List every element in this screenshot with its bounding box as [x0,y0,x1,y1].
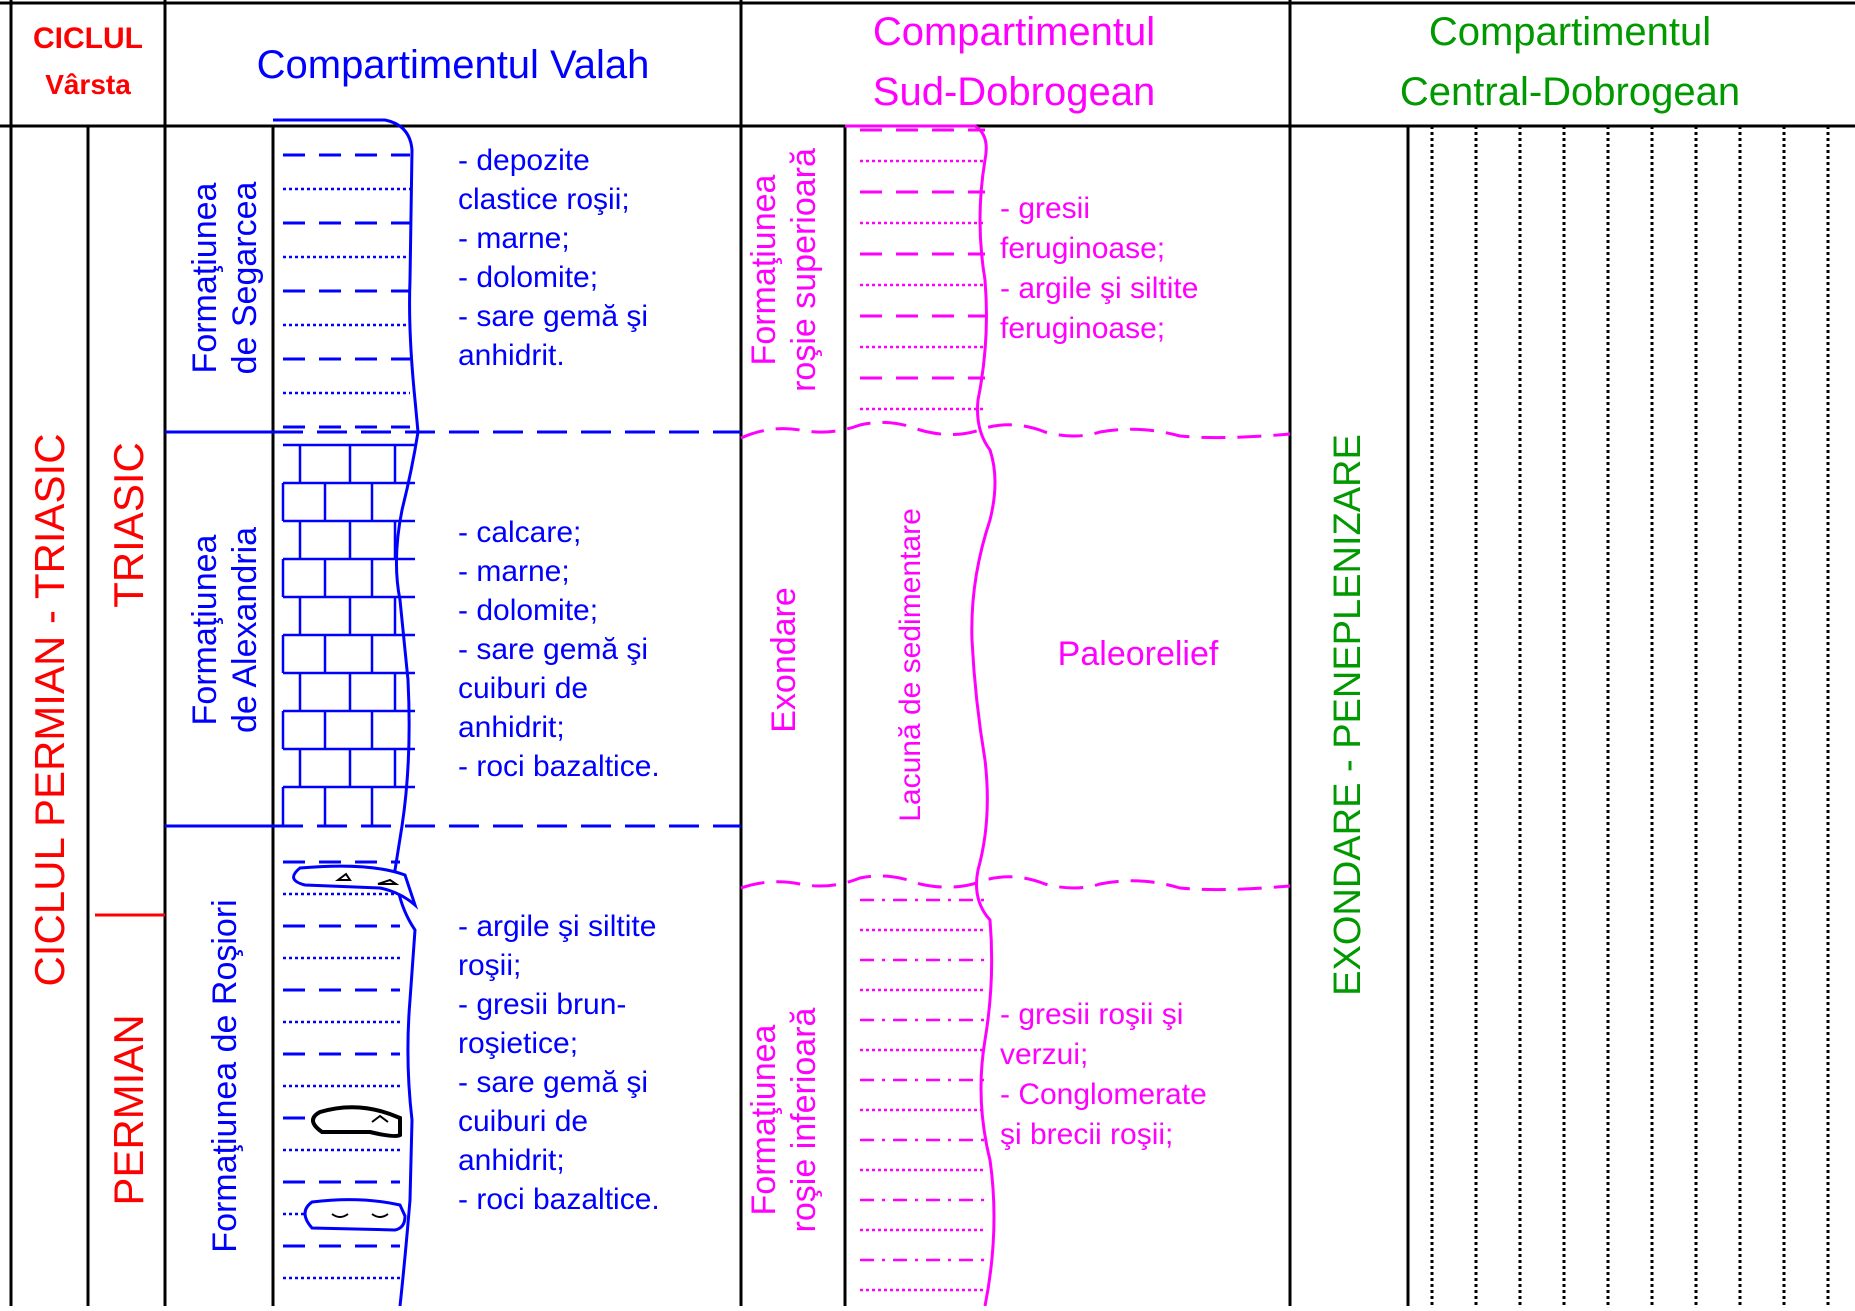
sud-upper-name-line1: Formaţiunea [745,174,783,365]
header-central-line2: Central-Dobrogean [1400,70,1740,114]
paleorelief-label: Paleorelief [1058,635,1219,673]
central-compartment: EXONDARE - PENEPLENIZARE [1327,126,1828,1306]
lithology-line: - gresii [1000,192,1090,225]
sud-compartment: Formaţiunea roşie superioară - gresii fer… [741,126,1290,1306]
header: CICLUL Vârsta Compartimentul Valah Compa… [33,10,1740,114]
cycle-label: CICLUL PERMIAN - TRIASIC [26,433,73,986]
alexandria-name-line2: de Alexandria [226,527,264,733]
triasic-label: TRIASIC [105,442,152,608]
lithology-line: - argile şi siltite [1000,272,1198,305]
lithology-line: - marne; [458,222,570,255]
lithology-line: roşii; [458,949,521,982]
lithology-line: - gresii brun- [458,988,626,1021]
lithology-line: - dolomite; [458,261,598,294]
lithology-line: anhidrit. [458,339,565,372]
header-sud-line1: Compartimentul [873,10,1155,54]
lithology-line: - calcare; [458,516,581,549]
sud-upper-boundary [741,422,1290,438]
header-varsta: Vârsta [45,69,131,100]
lithology-line: - argile şi siltite [458,910,656,943]
lithology-line: - depozite [458,144,590,177]
lithology-line: feruginoase; [1000,232,1165,265]
lithology-line: - sare gemă şi [458,1066,648,1099]
lithology-line: verzui; [1000,1038,1088,1071]
header-sud-line2: Sud-Dobrogean [873,70,1155,114]
sud-upper-lithology: - gresii feruginoase; - argile şi siltite f… [1000,192,1198,345]
central-dotted-pattern [1432,126,1828,1306]
alexandria-name-line1: Formaţiunea [186,534,224,725]
segarcea-name-line2: de Segarcea [226,182,264,375]
lithology-line: anhidrit; [458,1144,565,1177]
lithology-line: - marne; [458,555,570,588]
basalt-lens-3 [305,1200,405,1230]
lithology-line: roşietice; [458,1027,578,1060]
rosiori-lithology: - argile şi siltite roşii; - gresii brun-r… [458,910,660,1216]
lithology-line: - roci bazaltice. [458,1183,660,1216]
lithology-line: anhidrit; [458,711,565,744]
age-column: CICLUL PERMIAN - TRIASIC TRIASIC PERMIAN [26,433,165,1205]
exondare-peneplenizare-label: EXONDARE - PENEPLENIZARE [1327,434,1369,996]
lithology-line: - gresii roşii şi [1000,998,1183,1031]
lithology-line: - Conglomerate [1000,1078,1207,1111]
alexandria-lithology: - calcare; - marne; - dolomite; - sare gemă… [458,516,660,783]
lithology-line: clastice roşii; [458,183,630,216]
lacuna-label: Lacună de sedimentare [894,508,927,822]
header-ciclul: CICLUL [33,22,143,55]
basalt-lens-1 [294,866,415,905]
segarcea-name-line1: Formaţiunea [186,182,224,373]
header-valah: Compartimentul Valah [257,43,650,87]
sud-upper-name-line2: roşie superioară [785,148,823,392]
permian-label: PERMIAN [105,1014,152,1205]
sud-lower-name-line1: Formaţiunea [745,1024,783,1215]
valah-compartment: Formaţiunea de Segarcea Formaţiunea de A… [165,120,741,1306]
exondare-label: Exondare [765,587,803,733]
sud-lower-boundary [741,876,1290,890]
lithology-line: feruginoase; [1000,312,1165,345]
lithology-line: - roci bazaltice. [458,750,660,783]
lithology-line: cuiburi de [458,672,588,705]
rosiori-name: Formaţiunea de Roşiori [206,899,244,1252]
lithology-line: cuiburi de [458,1105,588,1138]
sud-lower-lithology: - gresii roşii şi verzui; - Conglomerate şi… [1000,998,1207,1151]
lithology-line: - dolomite; [458,594,598,627]
lithology-line: şi brecii roşii; [1000,1118,1173,1151]
header-central-line1: Compartimentul [1429,10,1711,54]
lithology-line: - sare gemă şi [458,300,648,333]
lithology-line: - sare gemă şi [458,633,648,666]
sud-lower-name-line2: roşie inferioară [785,1007,823,1232]
segarcea-lithology: - depozite clastice roşii; - marne; - dolom… [458,144,648,372]
